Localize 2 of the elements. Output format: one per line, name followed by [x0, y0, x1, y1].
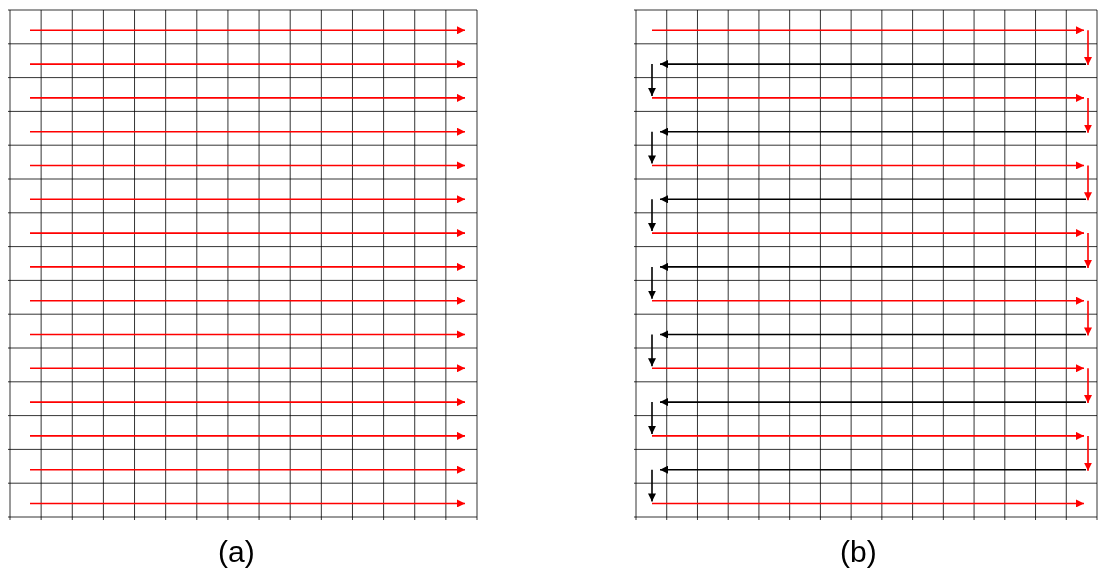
panel-label: (b) — [840, 535, 877, 569]
panel-label: (a) — [218, 535, 255, 569]
